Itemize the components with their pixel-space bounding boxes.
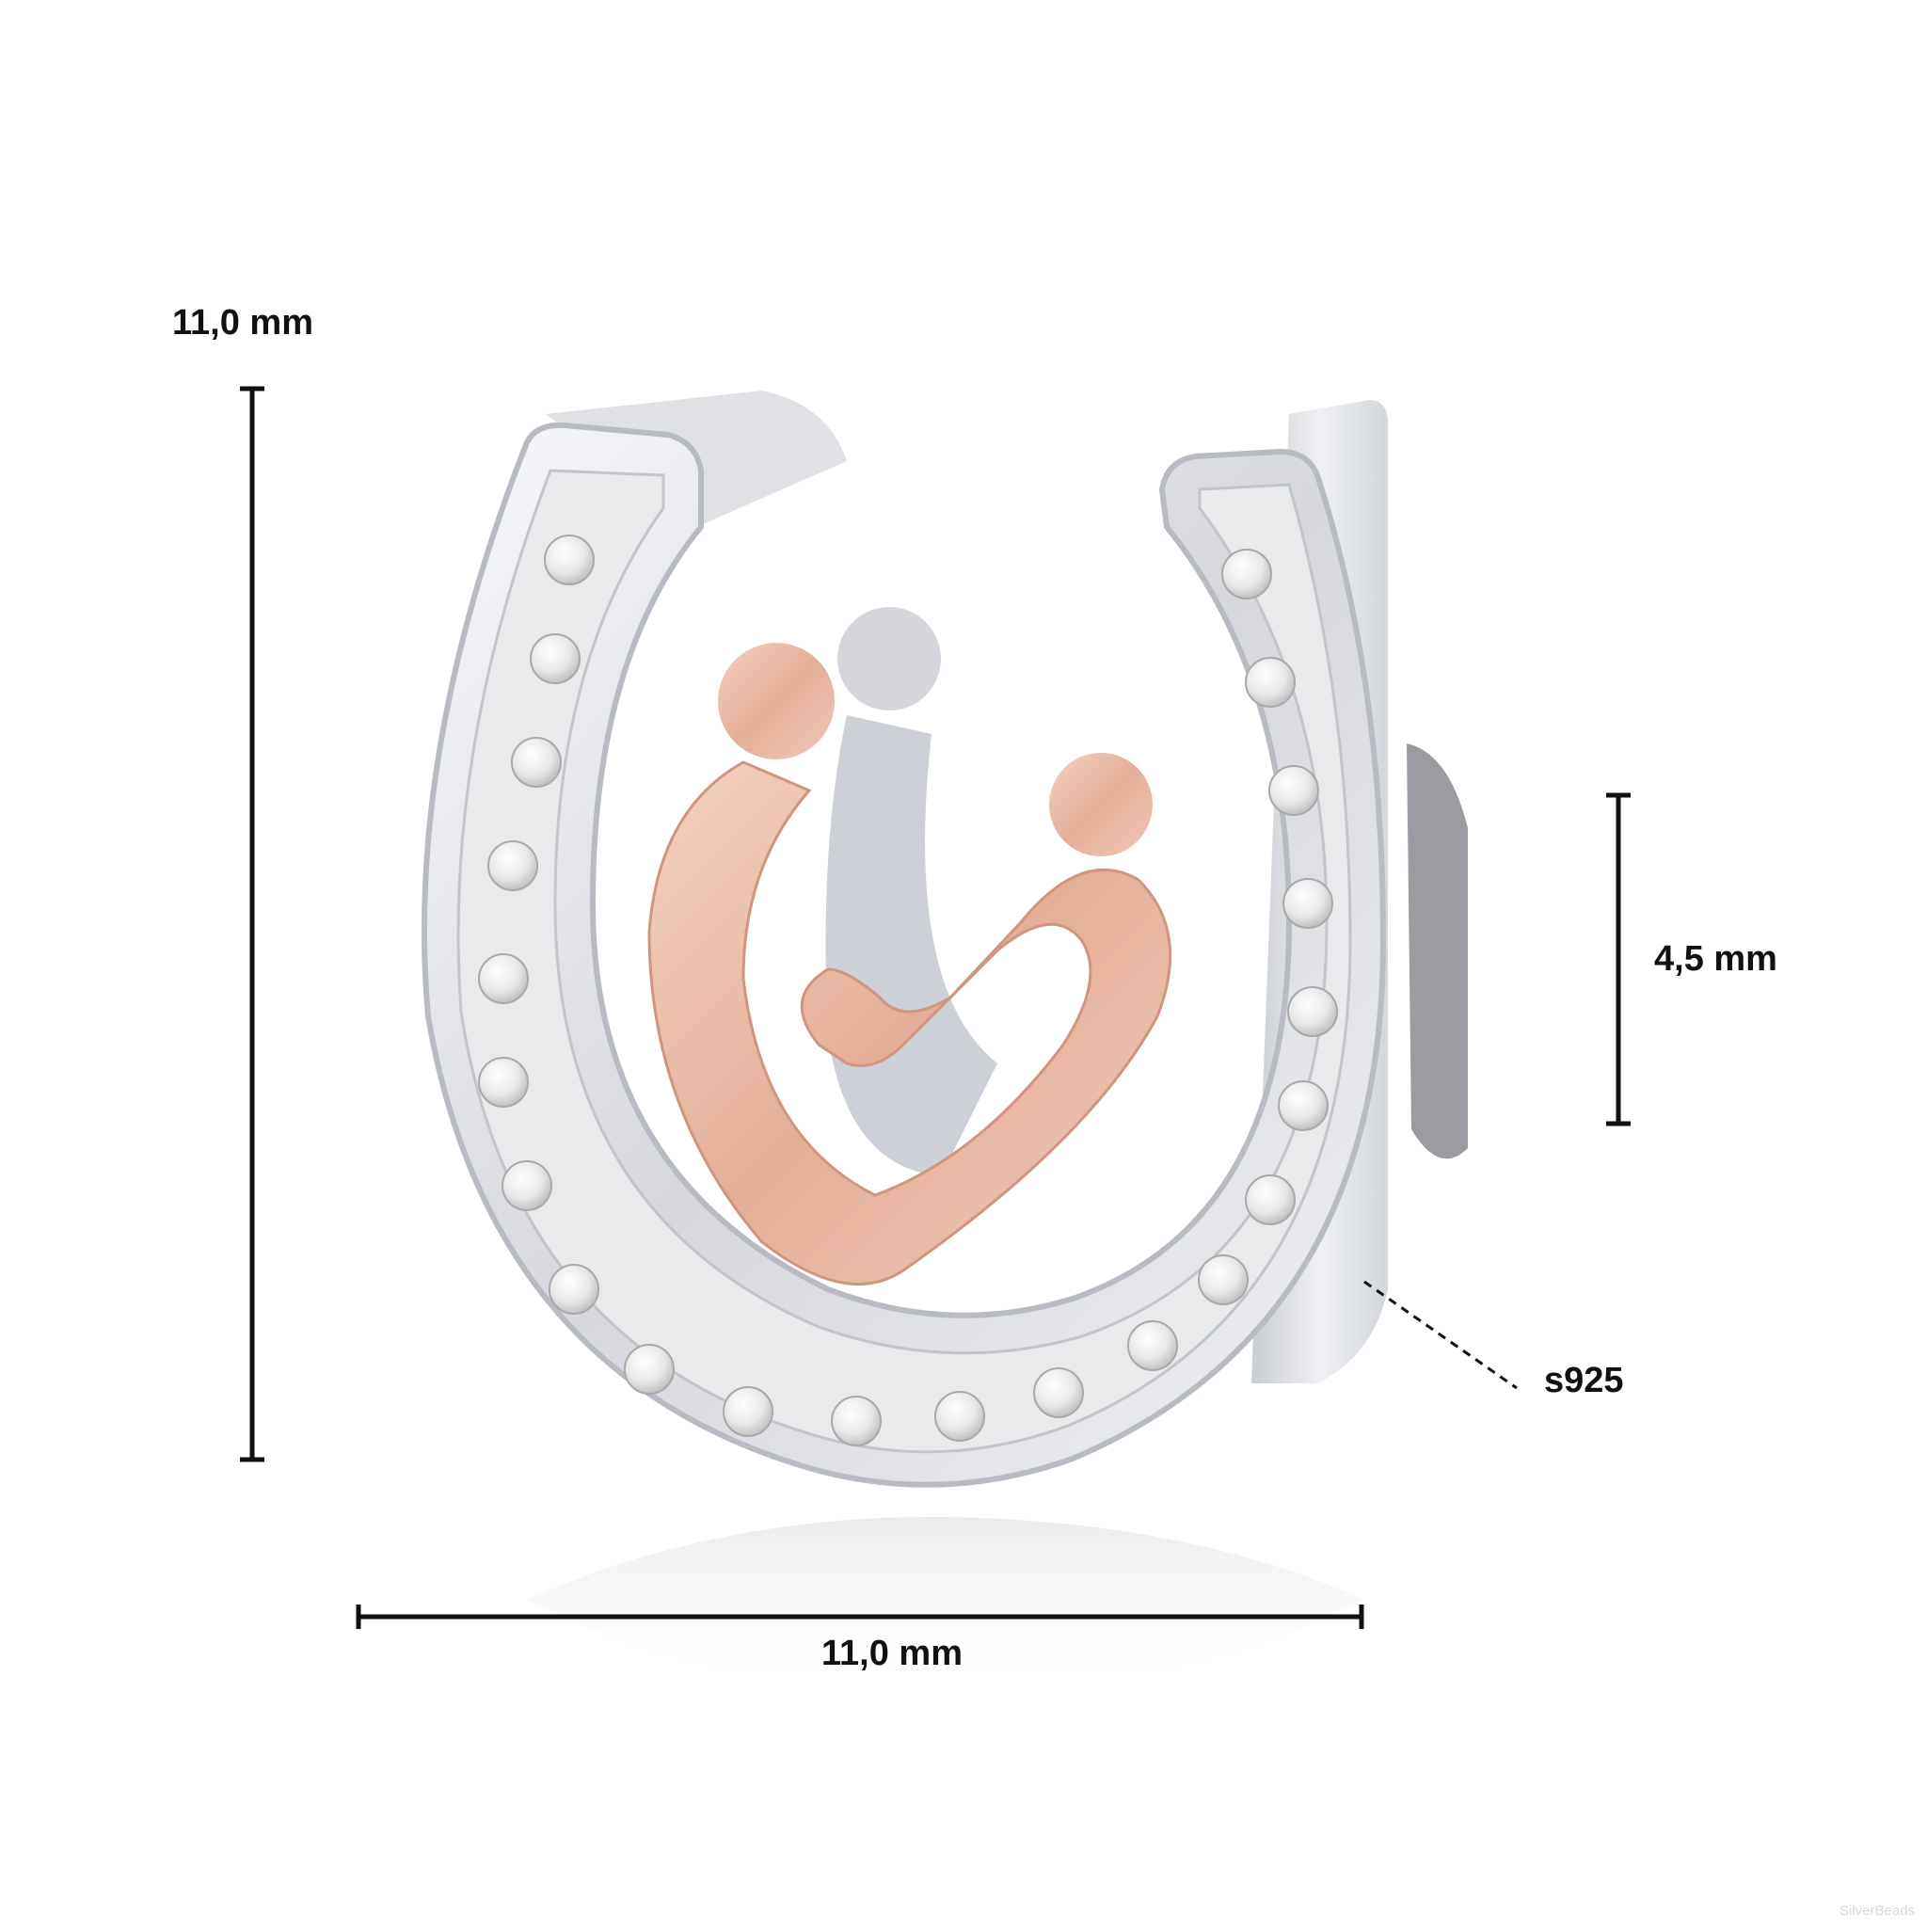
parent-head: [718, 643, 835, 759]
bead-hole: [1407, 743, 1468, 1159]
charm-reflection: [527, 1516, 1364, 1694]
watermark: SilverBeads: [1839, 1903, 1916, 1919]
child-head: [1049, 753, 1153, 856]
width-label: 11,0 mm: [821, 1634, 963, 1673]
hole-label: 4,5 mm: [1654, 939, 1777, 979]
material-label: s925: [1544, 1361, 1624, 1400]
mother-child-figure: [647, 760, 1172, 1286]
height-label: 11,0 mm: [172, 303, 313, 343]
pave-stones: [478, 535, 1338, 1446]
material-leader-line: [1363, 1280, 1518, 1390]
